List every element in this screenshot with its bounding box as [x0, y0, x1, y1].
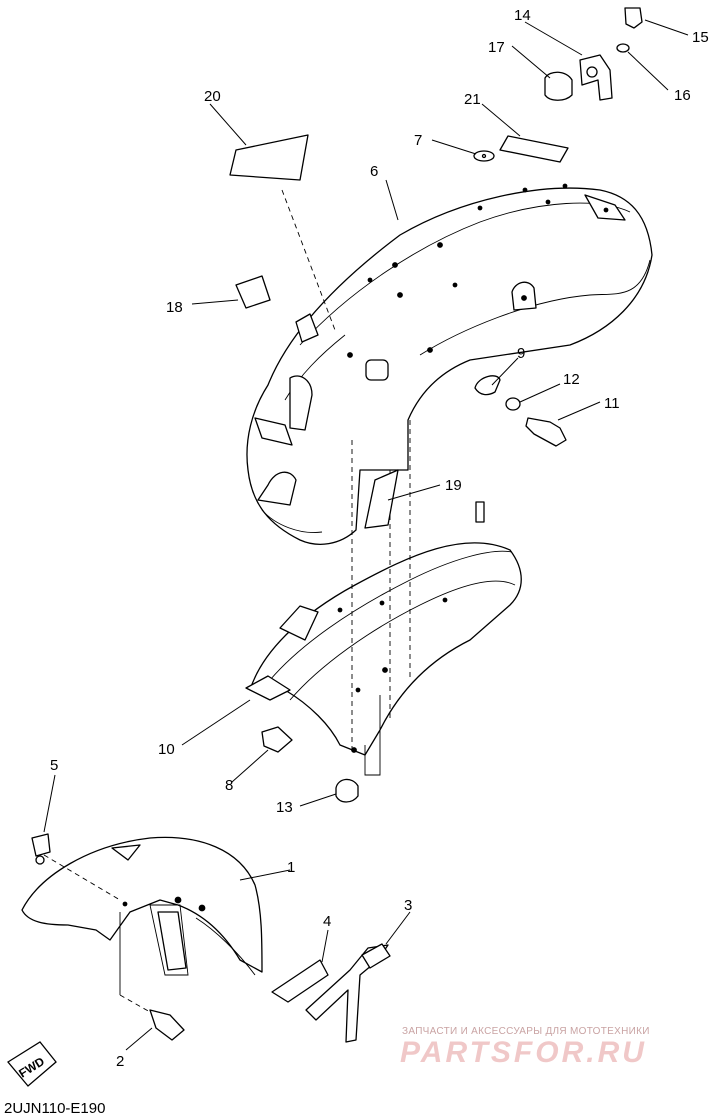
callout-6: 6 [370, 163, 378, 180]
diagram-code: 2UJN110-E190 [4, 1100, 106, 1117]
callout-18: 18 [166, 299, 183, 316]
seal-19 [364, 469, 399, 529]
bolt-15 [624, 7, 643, 29]
callout-2: 2 [116, 1053, 124, 1070]
callout-10: 10 [158, 741, 175, 758]
callout-20: 20 [204, 88, 221, 105]
callout-16: 16 [674, 87, 691, 104]
callout-11: 11 [604, 395, 620, 412]
callout-4: 4 [323, 913, 331, 930]
callout-19: 19 [445, 477, 462, 494]
stay-4 [271, 959, 329, 1003]
callout-15: 15 [692, 29, 709, 46]
nut-17 [544, 71, 573, 101]
callout-7: 7 [414, 132, 422, 149]
watermark-logo: PARTSFOR.RU [400, 1036, 647, 1069]
rear-fender [246, 183, 653, 545]
nut-13 [335, 778, 359, 803]
bracket-14 [579, 54, 613, 101]
callout-14: 14 [514, 7, 531, 24]
callout-21: 21 [464, 91, 481, 108]
callout-labels: 1 2 3 4 5 6 7 8 9 10 11 12 13 14 15 16 1… [50, 7, 709, 1070]
callout-3: 3 [404, 897, 412, 914]
bolt-8 [261, 726, 293, 753]
bolt-11 [525, 417, 567, 447]
callout-8: 8 [225, 777, 233, 794]
callout-13: 13 [276, 799, 293, 816]
clip-9 [474, 375, 501, 396]
grommet-18 [235, 275, 271, 309]
watermark-caption: ЗАПЧАСТИ И АКСЕССУАРЫ ДЛЯ МОТОТЕХНИКИ [402, 1026, 650, 1037]
emblem-21 [499, 135, 569, 163]
emblem-20 [229, 134, 309, 181]
clip-5 [31, 833, 51, 857]
callout-17: 17 [488, 39, 505, 56]
callout-1: 1 [287, 859, 295, 876]
fwd-arrow-icon: FWD [7, 1041, 57, 1087]
leader-lines [43, 19, 689, 1051]
washer-12 [505, 397, 521, 411]
callout-9: 9 [517, 345, 525, 362]
callout-12: 12 [563, 371, 580, 388]
washer-16 [616, 43, 630, 53]
inner-fender [245, 501, 522, 756]
front-fender [21, 836, 263, 1013]
bolt-2 [149, 1009, 185, 1041]
callout-5: 5 [50, 757, 58, 774]
